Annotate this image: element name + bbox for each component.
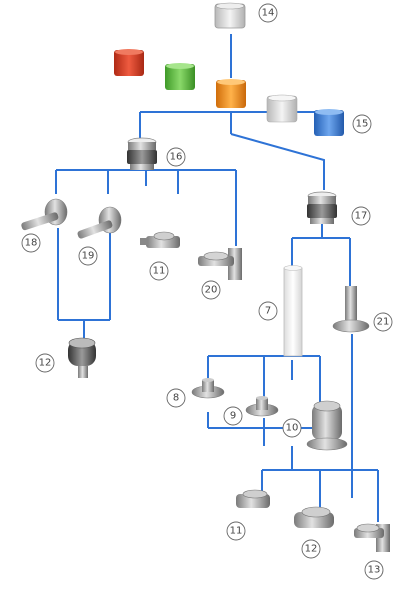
callout-18: 18	[25, 238, 38, 249]
part-12-dome-cap-left	[68, 338, 96, 378]
part-11-collar-lower	[236, 490, 270, 508]
callout-13: 13	[368, 565, 381, 576]
part-green-color-cap	[165, 63, 195, 90]
part-7-extension-tube	[284, 266, 302, 357]
part-13-mounting-bracket	[354, 524, 390, 552]
part-11-collar-upper	[140, 232, 180, 248]
part-15-blue-color-cap	[314, 109, 344, 136]
connector-18-19-to-12	[58, 228, 110, 340]
part-20-mounting-bracket	[198, 248, 242, 280]
connector-base-top	[208, 356, 320, 402]
callout-11-lower: 11	[230, 526, 243, 537]
callout-16: 16	[170, 152, 183, 163]
part-14-clear-top-cap	[215, 3, 245, 28]
callout-texts: 14 15 16 17 18 19 11 20 7 21 12 8 9 10 1…	[25, 8, 390, 576]
connector-base-bottom	[208, 412, 320, 470]
callout-10: 10	[286, 423, 299, 434]
callout-21: 21	[377, 317, 390, 328]
part-orange-color-cap	[216, 79, 246, 108]
connector-to-17	[231, 134, 324, 190]
callout-19: 19	[82, 251, 95, 262]
part-clear-color-cap	[267, 95, 297, 122]
callout-8: 8	[173, 393, 179, 404]
callout-15: 15	[356, 119, 369, 130]
part-10-wall-mount-base	[307, 401, 347, 450]
callout-14: 14	[262, 8, 275, 19]
callout-11-upper: 11	[153, 266, 166, 277]
part-12-dome-cap-lower	[294, 507, 334, 528]
part-8-flange-base	[192, 378, 224, 398]
part-red-color-cap	[114, 49, 144, 76]
part-9-flange-base	[246, 396, 278, 416]
callout-9: 9	[230, 411, 236, 422]
part-19-angled-bolt	[77, 207, 121, 239]
callout-12-lower: 12	[305, 544, 318, 555]
part-18-angled-bolt	[21, 199, 67, 231]
callout-17: 17	[355, 211, 368, 222]
callout-20: 20	[205, 285, 218, 296]
part-17-grommet-adapter	[307, 192, 337, 224]
part-16-grommet-adapter	[127, 138, 157, 170]
callout-7: 7	[265, 306, 271, 317]
part-21-threaded-post	[333, 286, 369, 332]
callout-12-left: 12	[39, 358, 52, 369]
